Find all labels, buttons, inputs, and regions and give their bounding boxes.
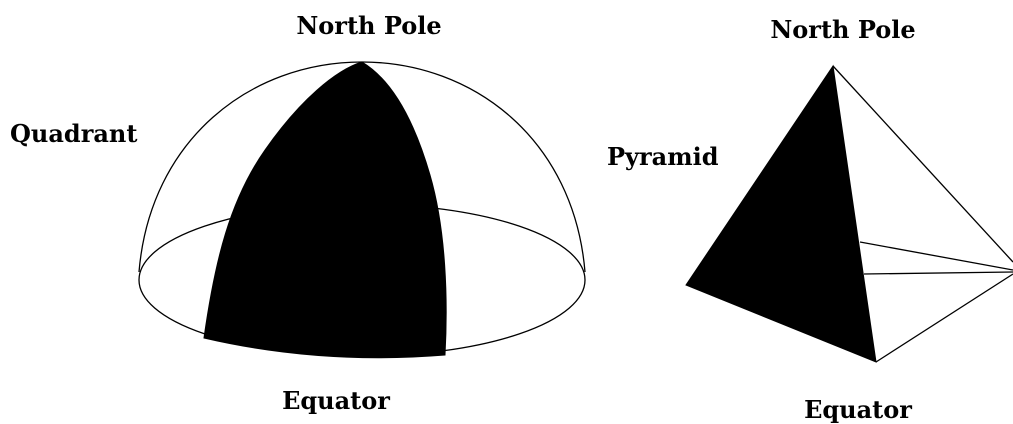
pyramid-base-edge [875,273,1013,363]
hemisphere-equator-label: Equator [282,386,390,415]
pyramid-label: Pyramid [607,142,719,171]
hemisphere-north-pole-label: North Pole [296,11,441,40]
pyramid-inner-edge-lower [863,271,1013,275]
pyramid-equator-label: Equator [804,395,912,424]
pyramid-right-edge [832,65,1013,263]
hemisphere-quadrant-fill [203,61,447,359]
pyramid-inner-edge-upper [859,241,1013,271]
pyramid-front-face-fill [685,64,877,363]
hemisphere-quadrant-label: Quadrant [10,119,137,148]
pyramid-north-pole-label: North Pole [770,15,915,44]
pyramid-diagram: North Pole Pyramid Equator [607,15,1013,424]
hemisphere-diagram: North Pole Quadrant Equator [10,11,586,415]
